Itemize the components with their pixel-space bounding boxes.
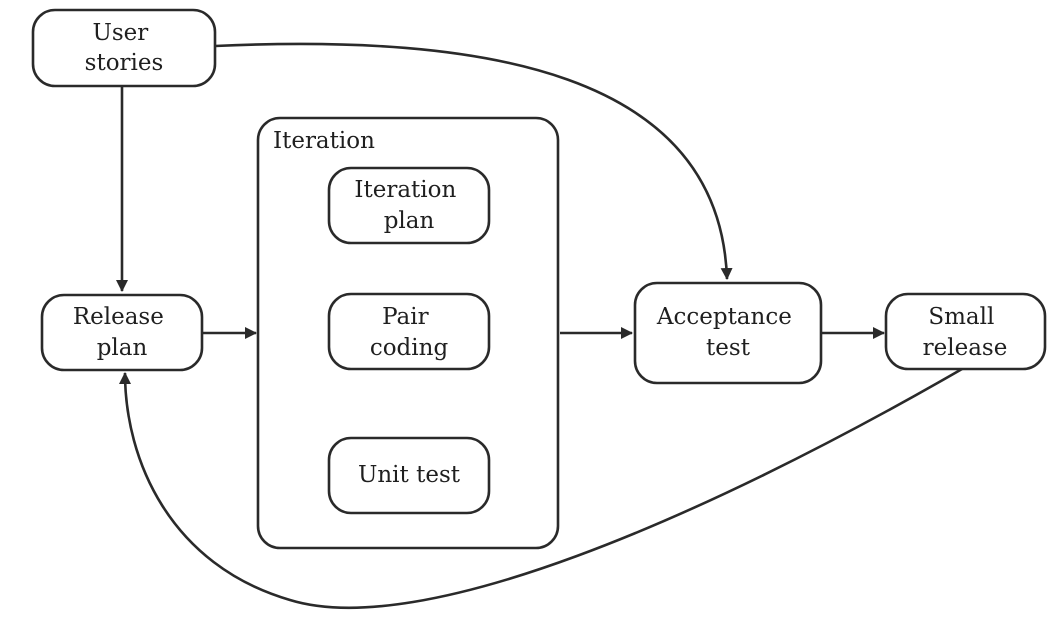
svg-text:Small release: Small release [923,304,1008,361]
node-iteration-plan-line-1: Iteration [354,177,456,203]
edge-user-stories-to-acceptance-test [214,42,733,280]
node-acceptance-test-line-1: Acceptance [656,304,792,330]
node-small-release: Small release [884,292,1047,371]
node-acceptance-test: Acceptance test [633,281,823,385]
node-user-stories-line-1: User [92,20,148,46]
node-unit-test-line-1: Unit test [358,462,461,488]
node-acceptance-test-line-2: test [706,335,751,361]
node-iteration-plan: Iteration plan [327,166,491,245]
svg-text:Unit test: Unit test [358,462,461,488]
edge-small-release-to-release-plan [119,367,963,610]
svg-text:Release plan: Release plan [73,304,171,361]
node-pair-coding-line-1: Pair [382,304,429,330]
node-pair-coding-line-2: coding [370,335,449,361]
node-release-plan: Release plan [40,293,204,372]
svg-text:Pair coding: Pair coding [370,304,449,361]
node-user-stories: User stories [31,8,217,88]
node-pair-coding: Pair coding [327,292,491,371]
svg-text:User stories: User stories [85,20,164,76]
node-small-release-line-2: release [923,335,1008,361]
node-user-stories-line-2: stories [85,50,164,76]
node-iteration-plan-line-2: plan [384,208,435,234]
node-unit-test: Unit test [327,436,491,515]
svg-text:Iteration plan: Iteration plan [354,177,463,234]
node-release-plan-line-1: Release [73,304,164,330]
iteration-group-label: Iteration [273,128,375,154]
svg-text:Acceptance test: Acceptance test [656,304,799,361]
node-release-plan-line-2: plan [97,335,148,361]
node-small-release-line-1: Small [928,304,994,330]
